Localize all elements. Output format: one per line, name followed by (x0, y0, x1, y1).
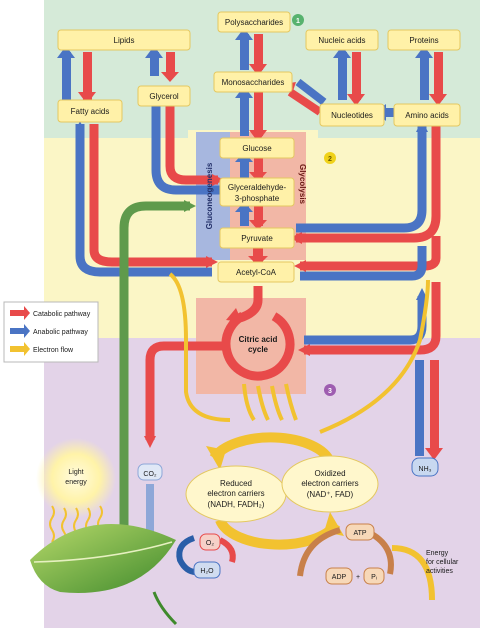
label-lipids: Lipids (114, 36, 135, 45)
label-proteins: Proteins (409, 36, 438, 45)
legend-catabolic-icon (10, 306, 30, 320)
node-atp (345, 523, 375, 541)
legend-electron-icon (10, 342, 30, 356)
label-g3p-line1: Glyceraldehyde- (228, 183, 287, 192)
label-h2o: H₂O (200, 568, 214, 575)
node-proteins (387, 29, 461, 51)
label-amino-acids: Amino acids (405, 111, 449, 120)
node-acetyl-coa (217, 261, 295, 283)
anabolic-arrow (62, 52, 71, 100)
node-monosaccharides (213, 71, 293, 93)
node-amino-acids (393, 103, 461, 127)
label-glycolysis: Glycolysis (298, 164, 307, 205)
electron-cycle-top (209, 432, 335, 465)
node-glycerol (137, 85, 191, 107)
sun-icon (36, 438, 116, 518)
label-fatty-acids: Fatty acids (71, 107, 110, 116)
node-h2o (193, 561, 221, 579)
label-oxidized-line3: (NAD⁺, FAD) (307, 490, 354, 499)
label-citric-acid-line1: Citric acid (239, 335, 278, 344)
stage-marker (292, 14, 304, 26)
node-nucleotides (319, 103, 385, 127)
label-polysaccharides: Polysaccharides (225, 18, 283, 27)
fatty-acid-anabolic-path (75, 124, 212, 277)
label-oxidized-line1: Oxidized (314, 469, 345, 478)
citric-acid-ring (221, 307, 295, 381)
label-atp: ATP (353, 530, 366, 537)
label-pyruvate: Pyruvate (241, 234, 273, 243)
node-glucose (219, 137, 295, 159)
photosynthesis-arrow (119, 201, 190, 528)
label-energy-line2: for cellular (426, 559, 459, 566)
stage-marker (324, 384, 336, 396)
label-g3p-line2: 3-phosphate (235, 194, 280, 203)
stage-marker-label: 1 (296, 18, 300, 25)
label-reduced-line3: (NADH, FADH₂) (208, 500, 265, 509)
glycerol-anabolic-path (151, 100, 220, 195)
label-energy-line3: activities (426, 568, 453, 575)
label-nucleotides: Nucleotides (331, 111, 373, 120)
legend-electron-label: Electron flow (33, 347, 74, 354)
label-co2: CO₂ (143, 471, 157, 478)
label-light-line2: energy (65, 479, 87, 486)
label-reduced-line1: Reduced (220, 479, 252, 488)
label-pi: Pᵢ (371, 574, 377, 581)
legend-anabolic-icon (10, 324, 30, 338)
node-g3p (219, 177, 295, 207)
node-nucleic-acids (305, 29, 379, 51)
node-fatty-acids (57, 99, 123, 123)
label-oxidized-line2: electron carriers (301, 479, 358, 488)
label-citric-acid-line2: cycle (248, 345, 269, 354)
node-oxidized-carriers (281, 455, 379, 513)
leaf-icon (30, 524, 178, 626)
label-energy-line1: Energy (426, 550, 449, 557)
legend-anabolic-label: Anabolic pathway (33, 329, 88, 336)
label-acetyl-coa: Acetyl-CoA (236, 268, 277, 277)
label-monosaccharides: Monosaccharides (222, 78, 285, 87)
node-polysaccharides (217, 11, 291, 33)
catabolic-arrow (83, 52, 92, 100)
label-adp: ADP (332, 574, 347, 581)
amino-to-pyruvate-catabolic (296, 124, 441, 243)
glycerol-catabolic-path (165, 100, 218, 185)
label-glycerol: Glycerol (149, 92, 179, 101)
node-co2 (137, 463, 163, 481)
node-lipids (57, 29, 191, 51)
node-adp (325, 567, 353, 585)
label-plus: + (356, 574, 360, 581)
label-o2: O₂ (206, 540, 214, 547)
node-pi (363, 567, 385, 585)
node-o2 (199, 533, 221, 551)
stage-marker-label: 2 (328, 156, 332, 163)
label-reduced-line2: electron carriers (207, 489, 264, 498)
label-nucleic-acids: Nucleic acids (318, 36, 365, 45)
label-light-line1: Light (68, 469, 83, 476)
label-glucose: Glucose (242, 144, 272, 153)
node-pyruvate (219, 227, 295, 249)
label-gluconeogenesis: Gluconeogenesis (205, 162, 214, 229)
fatty-acid-catabolic-path (89, 124, 212, 267)
node-nh3 (411, 457, 439, 477)
legend-catabolic-label: Catabolic pathway (33, 311, 91, 318)
stage-marker-label: 3 (328, 388, 332, 395)
stage-marker (324, 152, 336, 164)
legend: Catabolic pathway Anabolic pathway Elect… (3, 301, 99, 363)
label-nh3: NH₃ (419, 466, 432, 473)
